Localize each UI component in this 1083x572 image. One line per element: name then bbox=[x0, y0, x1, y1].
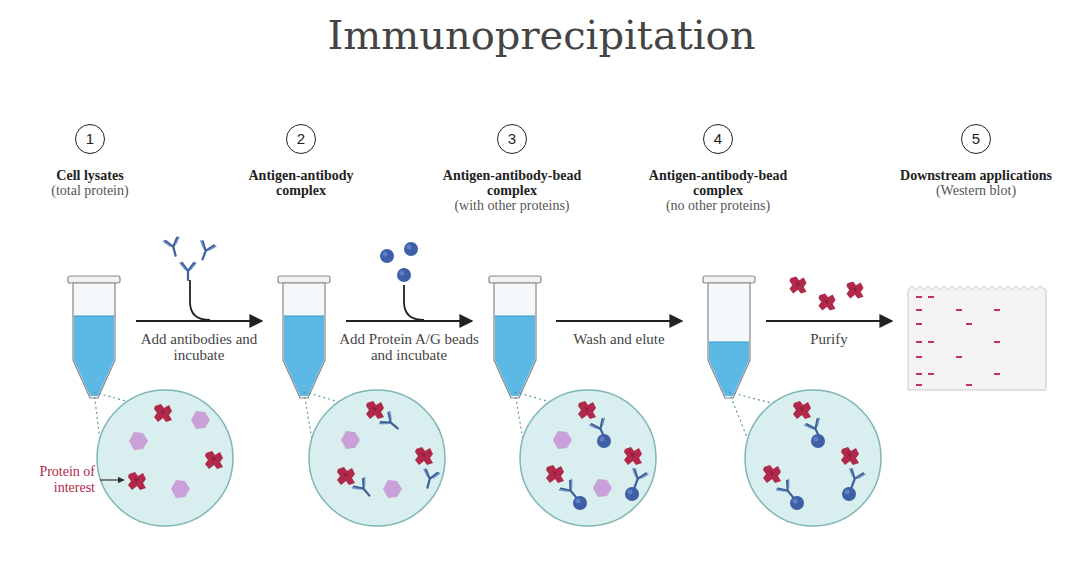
step-group: 5Downstream applications(Western blot) bbox=[891, 124, 1061, 198]
arrow-label: Wash and elute bbox=[554, 331, 684, 347]
callout-number: 1 bbox=[75, 124, 105, 154]
callout-number: 4 bbox=[703, 124, 733, 154]
arrow-label: Add antibodies and incubate bbox=[134, 331, 264, 363]
step-heading: Cell lysates bbox=[5, 168, 175, 183]
callout-number: 2 bbox=[286, 124, 316, 154]
step-heading: Antigen-antibody-bead complex bbox=[427, 168, 597, 198]
callout-number: 5 bbox=[961, 124, 991, 154]
step-heading: Antigen-antibody complex bbox=[216, 168, 386, 198]
step-group: 2Antigen-antibody complex bbox=[216, 124, 386, 198]
step-heading: Downstream applications bbox=[891, 168, 1061, 183]
diagram-title: Immunoprecipitation bbox=[0, 12, 1083, 58]
callout-label: Protein of interest bbox=[15, 464, 95, 496]
step-subheading: (Western blot) bbox=[891, 183, 1061, 198]
arrow-label: Add Protein A/G beads and incubate bbox=[339, 331, 479, 363]
step-group: 1Cell lysates(total protein) bbox=[5, 124, 175, 198]
step-subheading: (total protein) bbox=[5, 183, 175, 198]
step-heading: Antigen-antibody-bead complex bbox=[633, 168, 803, 198]
callout-number: 3 bbox=[497, 124, 527, 154]
arrow-label: Purify bbox=[764, 331, 894, 347]
step-subheading: (no other proteins) bbox=[633, 198, 803, 213]
step-group: 4Antigen-antibody-bead complex(no other … bbox=[633, 124, 803, 213]
step-group: 3Antigen-antibody-bead complex(with othe… bbox=[427, 124, 597, 213]
step-subheading: (with other proteins) bbox=[427, 198, 597, 213]
